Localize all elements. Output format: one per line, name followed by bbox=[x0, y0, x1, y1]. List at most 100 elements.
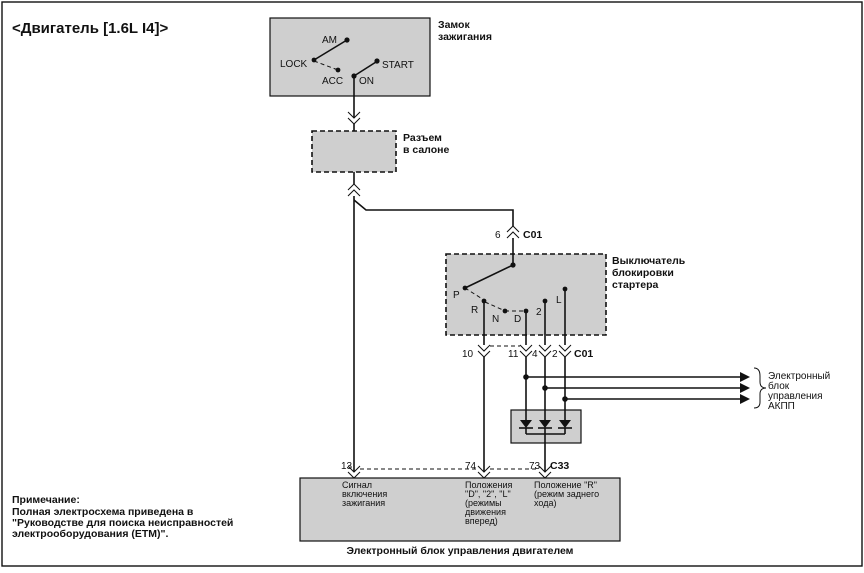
note-line-2: "Руководстве для поиска неисправностей bbox=[12, 517, 233, 529]
pos-acc: ACC bbox=[322, 76, 343, 87]
diode-1 bbox=[520, 420, 532, 428]
c01-top-pin: 6 bbox=[495, 230, 501, 241]
ecm: Электронный блок управления двигателем С… bbox=[299, 477, 621, 557]
tcm-label-4: АКПП bbox=[768, 401, 795, 412]
c01-p10-b bbox=[477, 350, 491, 358]
c01-p11-a bbox=[519, 344, 533, 352]
pos-n: N bbox=[492, 314, 499, 325]
inhibitor-switch: Выключатель блокировки стартера P R N D … bbox=[445, 253, 686, 336]
inhibitor-label-2: блокировки bbox=[612, 267, 674, 279]
ecm-sig2-3: (режимы bbox=[465, 498, 502, 508]
tcm-label-1: Электронный bbox=[768, 371, 830, 382]
pos-d: D bbox=[514, 314, 521, 325]
c33-p13-b bbox=[347, 471, 361, 479]
acc-contact bbox=[335, 67, 341, 73]
inhibitor-arm bbox=[464, 264, 514, 289]
c01-top-name: C01 bbox=[523, 229, 542, 241]
inhibitor-label-1: Выключатель bbox=[612, 255, 686, 267]
c33-p73-b bbox=[538, 471, 552, 479]
pos-p: P bbox=[453, 290, 460, 301]
ecm-sig2-4: движения bbox=[465, 507, 506, 517]
c01-pin-2: 2 bbox=[552, 349, 558, 360]
ignition-switch: Замок зажигания AM LOCK ACC ON START bbox=[269, 17, 492, 97]
ecm-sig3-3: хода) bbox=[534, 498, 556, 508]
cabin-connector: Разъем в салоне bbox=[311, 130, 449, 173]
ecm-title: Электронный блок управления двигателем bbox=[347, 545, 574, 557]
cabin-connector-box bbox=[311, 130, 397, 173]
c01-p4-b bbox=[538, 350, 552, 358]
arrow-tcm-2 bbox=[740, 383, 750, 393]
c01-p2-b bbox=[558, 350, 572, 358]
c01-bottom-name: C01 bbox=[574, 348, 593, 360]
tcm-label-2: блок bbox=[768, 380, 790, 392]
ecm-sig1-1: Сигнал bbox=[342, 480, 372, 490]
p-r-dash bbox=[464, 287, 485, 301]
pos-lock: LOCK bbox=[280, 59, 308, 70]
cabin-label-1: Разъем bbox=[403, 132, 442, 144]
c01-pin-4: 4 bbox=[532, 349, 538, 360]
note-line-3: электрооборудования (ETM)". bbox=[12, 528, 169, 540]
c33-p13-a bbox=[347, 465, 361, 473]
ignition-switch-box bbox=[269, 17, 431, 97]
c33-name: C33 bbox=[550, 460, 569, 472]
wire-branch-inhibitor bbox=[353, 199, 514, 226]
junction-l bbox=[562, 396, 568, 402]
on-start-arm bbox=[353, 61, 377, 77]
c33-p73-a bbox=[538, 465, 552, 473]
note: Примечание: Полная электросхема приведен… bbox=[12, 494, 233, 540]
tcm-label-3: управления bbox=[768, 391, 823, 402]
pos-2: 2 bbox=[536, 307, 542, 318]
c33-pin-74: 74 bbox=[465, 461, 477, 472]
inhibitor-label-3: стартера bbox=[612, 279, 658, 291]
page-title: <Двигатель [1.6L I4]> bbox=[12, 20, 168, 37]
c33-pin-73: 73 bbox=[529, 461, 541, 472]
diode-2 bbox=[539, 420, 551, 428]
start-contact bbox=[374, 58, 380, 64]
conn-arrow-1 bbox=[347, 111, 361, 119]
pos-am: AM bbox=[322, 35, 337, 46]
conn-arrow-2 bbox=[347, 117, 361, 125]
tcm-brace bbox=[753, 367, 767, 409]
ignition-label-2: зажигания bbox=[438, 31, 492, 43]
junction-d bbox=[523, 374, 529, 380]
arrow-tcm-d bbox=[740, 372, 750, 382]
c33-p74-b bbox=[477, 471, 491, 479]
c33-pin-13: 13 bbox=[341, 461, 353, 472]
c01-p2-a bbox=[558, 344, 572, 352]
ecm-sig1-3: зажигания bbox=[342, 498, 385, 508]
c01-top-arrow-b bbox=[506, 231, 520, 239]
ecm-sig3-1: Положение "R" bbox=[534, 480, 597, 490]
c33-p74-a bbox=[477, 465, 491, 473]
c01-p4-a bbox=[538, 344, 552, 352]
pos-on: ON bbox=[359, 76, 374, 87]
c33-connector: 13 74 73 C33 bbox=[341, 460, 569, 479]
diode-pack bbox=[510, 409, 582, 444]
am-lock-arm bbox=[313, 39, 348, 61]
lock-acc-dash bbox=[313, 60, 339, 71]
arrow-tcm-l bbox=[740, 394, 750, 404]
pos-l: L bbox=[556, 295, 562, 306]
ignition-label-1: Замок bbox=[438, 19, 470, 31]
r-n-dash bbox=[484, 301, 504, 311]
ecm-sig3-2: (режим заднего bbox=[534, 489, 599, 499]
pos-r: R bbox=[471, 305, 478, 316]
ecm-sig2-1: Положения bbox=[465, 480, 513, 490]
c01-p11-b bbox=[519, 350, 533, 358]
c01-bottom-connector: 10 11 4 2 C01 bbox=[462, 335, 593, 360]
ecm-sig1-2: включения bbox=[342, 489, 387, 499]
c01-pin-11: 11 bbox=[508, 349, 519, 360]
conn-arrow-3 bbox=[347, 183, 361, 191]
ecm-sig2-5: вперед) bbox=[465, 516, 498, 526]
conn-arrow-4 bbox=[347, 189, 361, 197]
pos-start: START bbox=[382, 60, 414, 71]
ecm-box bbox=[299, 477, 621, 542]
note-heading: Примечание: bbox=[12, 494, 80, 506]
c01-pin-10: 10 bbox=[462, 349, 474, 360]
c01-p10-a bbox=[477, 344, 491, 352]
c01-top-arrow-a bbox=[506, 225, 520, 233]
ecm-sig2-2: "D", "2", "L" bbox=[465, 489, 511, 499]
diode-3 bbox=[559, 420, 571, 428]
